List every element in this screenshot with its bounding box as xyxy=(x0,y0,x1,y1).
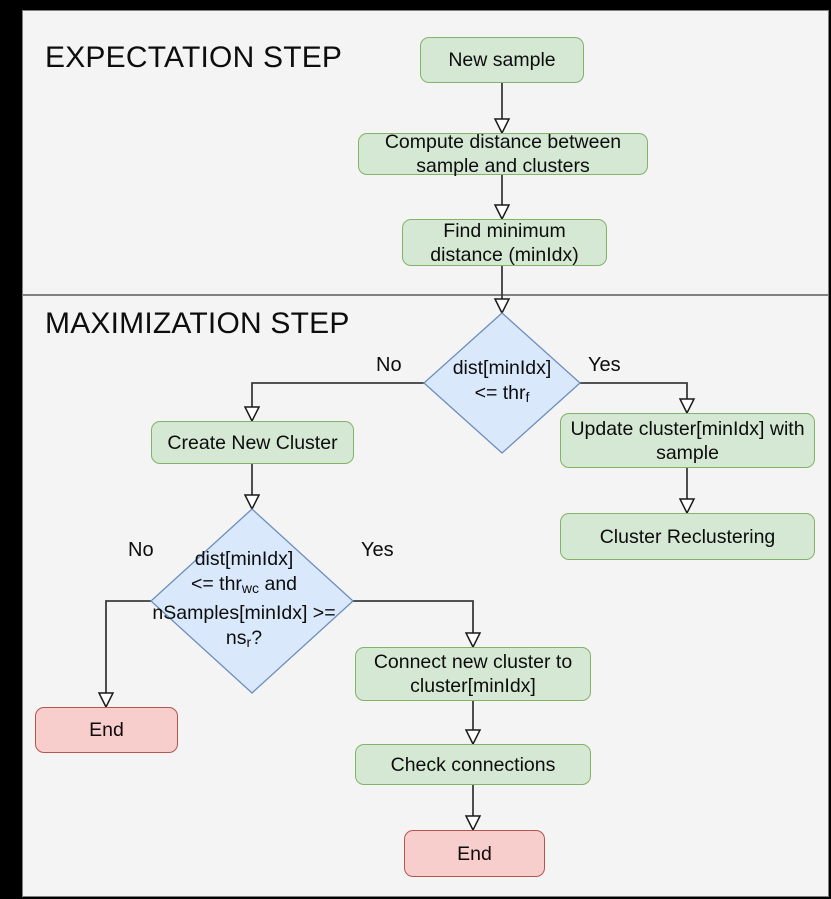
decision-thr-wc-line2-pre: <= thr xyxy=(190,572,242,595)
section-divider xyxy=(23,294,828,296)
edge-label-decision2-yes: Yes xyxy=(361,539,394,561)
edge-label-decision2-no: No xyxy=(128,539,154,561)
node-new-sample[interactable]: New sample xyxy=(420,37,584,83)
decision-thr-wc-line1: dist[minIdx] xyxy=(194,547,294,570)
edge-decision1-yes xyxy=(580,382,688,401)
decision-thr-f-label: dist[minIdx] <= thrf xyxy=(424,313,580,453)
decision-thr-wc-line4: nsr? xyxy=(135,626,353,655)
decision-thr-wc-line4-pre: ns xyxy=(225,627,247,649)
decision-thr-f[interactable]: dist[minIdx] <= thrf xyxy=(424,313,580,453)
node-find-minimum[interactable]: Find minimum distance (minIdx) xyxy=(402,219,607,266)
decision-thr-f-line2-pre: <= thr xyxy=(474,381,526,404)
decision-thr-wc-line2: <= thrwc and xyxy=(135,572,353,601)
decision-thr-wc-line2-post: and xyxy=(259,572,298,595)
node-check-connections[interactable]: Check connections xyxy=(355,744,591,785)
decision-thr-wc-line3: nSamples[minIdx] >= xyxy=(152,602,336,624)
decision-thr-f-line2-sub: f xyxy=(525,389,530,406)
edge-label-decision1-no: No xyxy=(376,354,402,376)
node-create-new-cluster[interactable]: Create New Cluster xyxy=(151,421,354,464)
node-end-bottom[interactable]: End xyxy=(404,830,545,877)
node-update-cluster[interactable]: Update cluster[minIdx] with sample xyxy=(560,413,815,468)
node-cluster-reclustering[interactable]: Cluster Reclustering xyxy=(560,513,815,560)
decision-thr-wc-line2-sub: wc xyxy=(241,580,260,596)
edge-label-decision1-yes: Yes xyxy=(588,354,621,376)
decision-thr-wc[interactable]: dist[minIdx] <= thrwc and nSamples[minId… xyxy=(151,509,353,693)
flowchart-canvas: EXPECTATION STEP MAXIMIZATION STEP xyxy=(22,10,829,897)
decision-thr-wc-line4-post: ? xyxy=(251,627,263,649)
decision-thr-wc-label: dist[minIdx] <= thrwc and nSamples[minId… xyxy=(151,509,353,693)
edge-decision2-yes xyxy=(353,600,474,635)
edge-decision2-no xyxy=(105,600,151,695)
decision-thr-wc-line4-sub: r xyxy=(246,634,252,651)
decision-thr-f-line1: dist[minIdx] xyxy=(452,356,552,379)
decision-thr-f-line2: <= thrf xyxy=(453,381,552,410)
section-title-expectation: EXPECTATION STEP xyxy=(45,41,343,74)
node-end-left[interactable]: End xyxy=(35,707,178,753)
node-compute-distance[interactable]: Compute distance between sample and clus… xyxy=(358,131,648,177)
node-connect-new-cluster[interactable]: Connect new cluster to cluster[minIdx] xyxy=(355,647,591,701)
edge-decision1-no xyxy=(251,382,424,409)
section-title-maximization: MAXIMIZATION STEP xyxy=(45,307,350,340)
